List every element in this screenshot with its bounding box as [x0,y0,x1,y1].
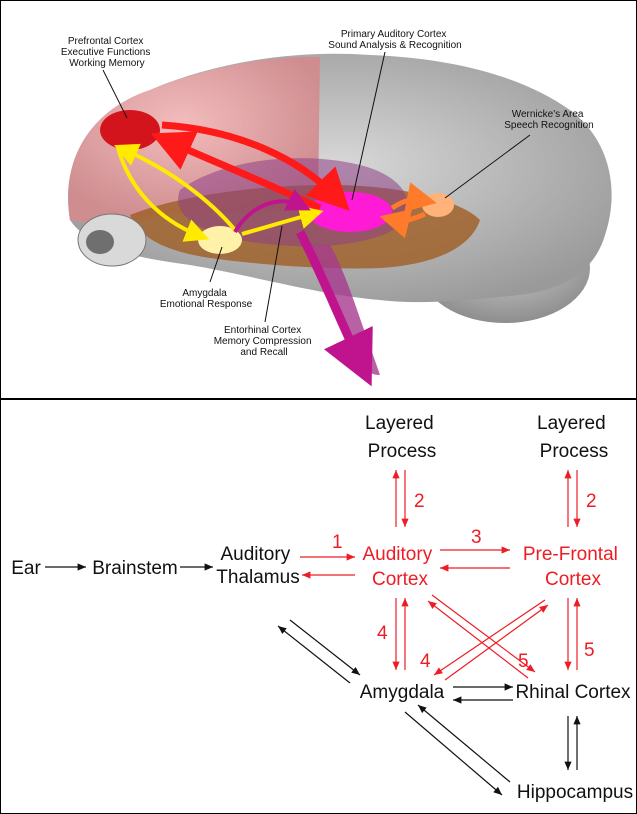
prefrontal-label: Prefrontal Cortex Executive Functions Wo… [61,36,153,69]
wernicke-label: Wernicke's Area Speech Recognition [504,109,594,131]
amygdala-label: Amygdala Emotional Response [160,288,253,310]
panel-divider [0,398,637,400]
auditory-region [308,192,392,232]
entorhinal-label: Entorhinal Cortex Memory Compression and… [214,325,315,358]
wernicke-region [422,193,454,217]
auditory-cortex-label: Primary Auditory Cortex Sound Analysis &… [328,29,461,51]
eye-pupil-shape [86,230,114,254]
prefrontal-region [100,110,160,150]
brain-illustration: Prefrontal Cortex Executive Functions Wo… [0,0,637,398]
